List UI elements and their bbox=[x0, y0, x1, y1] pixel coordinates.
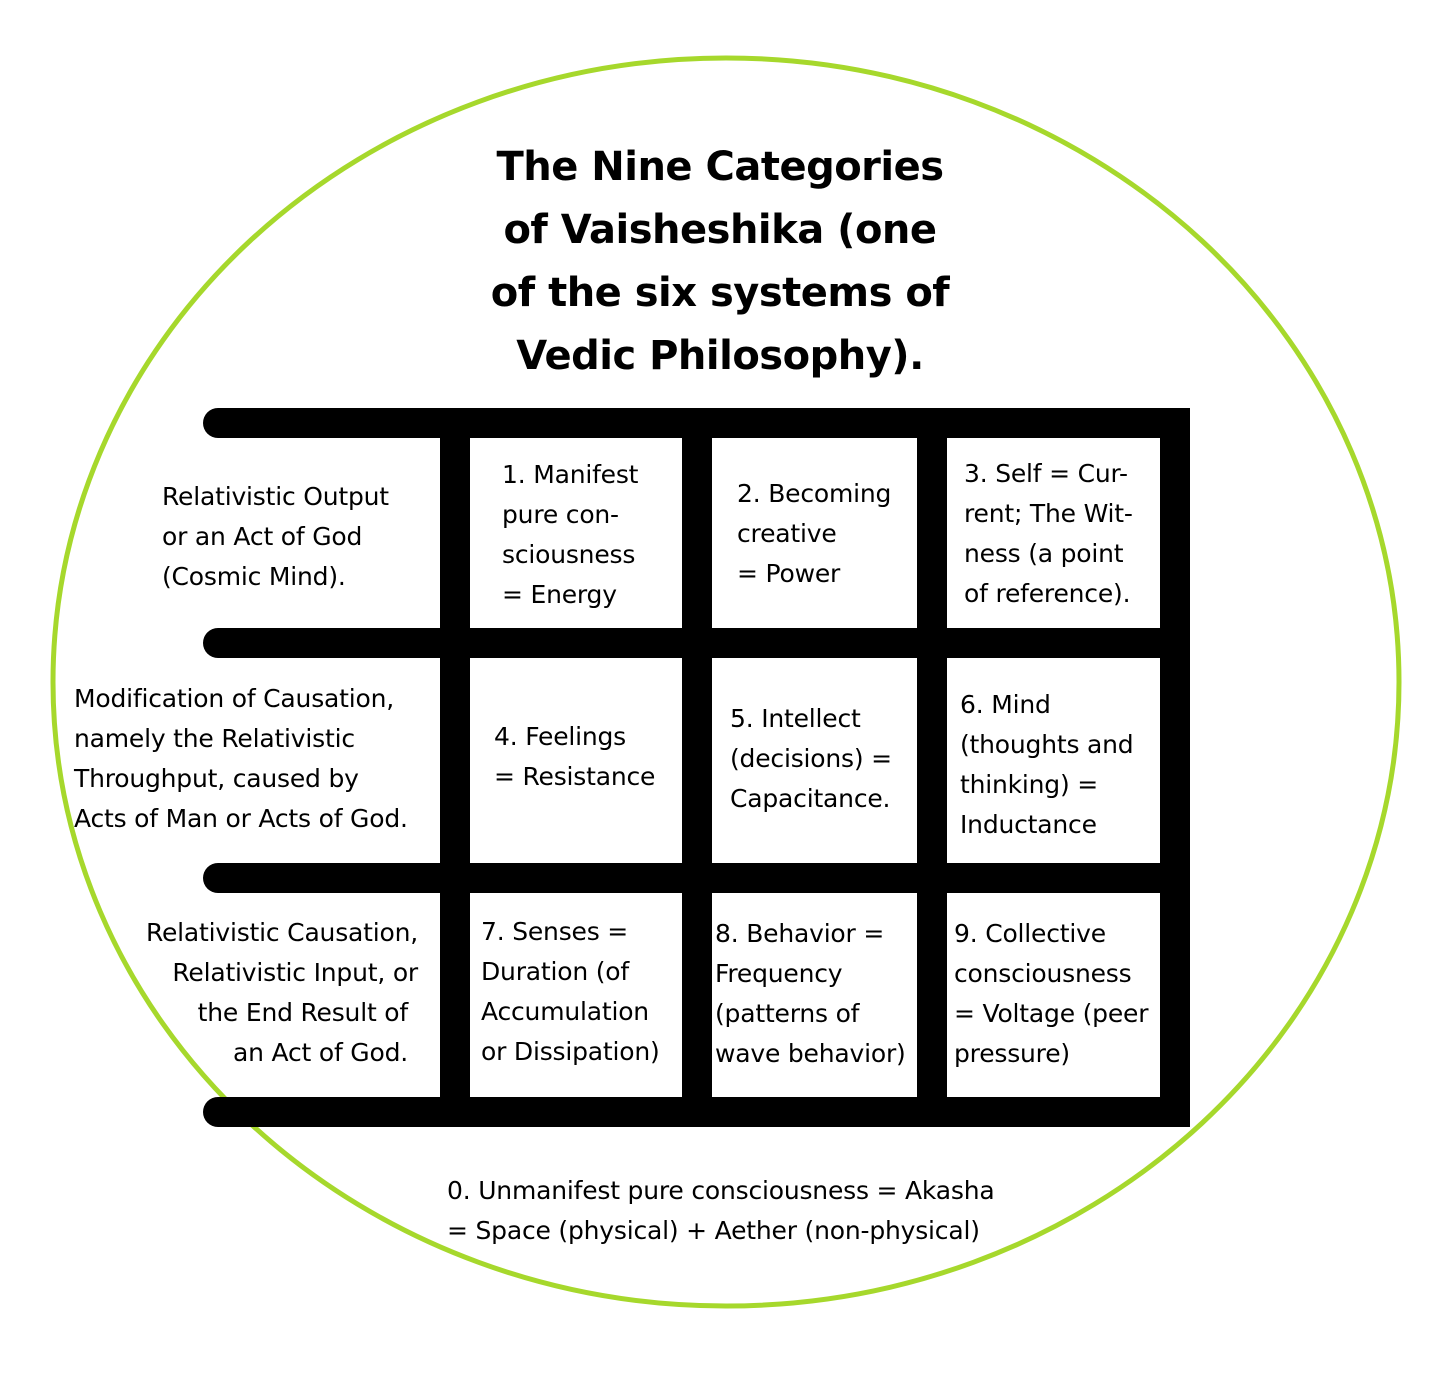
cell-line: consciousness bbox=[954, 959, 1132, 988]
cell-line: = Power bbox=[737, 559, 841, 588]
row-label-line: the End Result of bbox=[197, 998, 409, 1027]
title-line: of Vaisheshika (one bbox=[503, 207, 937, 253]
cell-line: (thoughts and bbox=[960, 730, 1134, 759]
row-label-line: or an Act of God bbox=[162, 522, 363, 551]
cell-8-frequency: 8. Behavior = Frequency (patterns of wav… bbox=[715, 914, 906, 1074]
cell-line: (patterns of bbox=[715, 999, 860, 1028]
grid-col-2 bbox=[682, 408, 712, 1127]
cell-line: = Voltage (peer bbox=[954, 999, 1149, 1028]
enclosing-circle bbox=[50, 55, 1402, 1309]
cell-line: pure con- bbox=[502, 500, 619, 529]
cell-line: Capacitance. bbox=[730, 784, 891, 813]
footer-line: 0. Unmanifest pure consciousness = Akash… bbox=[447, 1176, 995, 1205]
cell-line: = Resistance bbox=[494, 762, 656, 791]
cell-4-resistance: 4. Feelings = Resistance bbox=[494, 717, 655, 797]
cell-line: pressure) bbox=[954, 1039, 1070, 1068]
grid-col-4 bbox=[1160, 408, 1190, 1127]
cell-2-power: 2. Becoming creative = Power bbox=[737, 474, 891, 594]
row-label-line: Relativistic Causation, bbox=[145, 918, 418, 947]
cell-line: of reference). bbox=[964, 579, 1131, 608]
cell-line: 8. Behavior = bbox=[715, 919, 885, 948]
cell-line: 9. Collective bbox=[954, 919, 1106, 948]
footer-akasha: 0. Unmanifest pure consciousness = Akash… bbox=[447, 1171, 995, 1251]
row-label-line: Relativistic Output bbox=[162, 482, 389, 511]
row-label-line: Throughput, caused by bbox=[74, 764, 359, 793]
cell-line: 1. Manifest bbox=[502, 460, 639, 489]
cell-line: wave behavior) bbox=[715, 1039, 906, 1068]
row-label-line: Modification of Causation, bbox=[74, 684, 394, 713]
cell-line: 6. Mind bbox=[960, 690, 1051, 719]
title-line: Vedic Philosophy). bbox=[516, 333, 924, 379]
row-label-line: an Act of God. bbox=[233, 1038, 408, 1067]
grid-col-1 bbox=[440, 408, 470, 1127]
cell-line: (decisions) = bbox=[730, 744, 892, 773]
cell-3-current: 3. Self = Cur- rent; The Wit- ness (a po… bbox=[964, 454, 1133, 614]
cell-line: rent; The Wit- bbox=[964, 499, 1133, 528]
cell-line: or Dissipation) bbox=[481, 1037, 660, 1066]
cell-5-capacitance: 5. Intellect (decisions) = Capacitance. bbox=[730, 699, 892, 819]
cell-7-duration: 7. Senses = Duration (of Accumulation or… bbox=[481, 912, 660, 1072]
cell-line: 2. Becoming bbox=[737, 479, 892, 508]
cell-line: Duration (of bbox=[481, 957, 629, 986]
grid bbox=[203, 408, 1190, 1127]
diagram-title: The Nine Categories of Vaisheshika (one … bbox=[470, 136, 970, 388]
grid-bar-2-cap bbox=[203, 628, 233, 658]
cell-line: 7. Senses = bbox=[481, 917, 629, 946]
cell-line: thinking) = bbox=[960, 770, 1099, 799]
row-label-line: namely the Relativistic bbox=[74, 724, 355, 753]
row-label-input: Relativistic Causation, Relativistic Inp… bbox=[100, 913, 418, 1073]
row-label-output: Relativistic Output or an Act of God (Co… bbox=[162, 477, 389, 597]
cell-line: sciousness bbox=[502, 540, 636, 569]
row-label-line: (Cosmic Mind). bbox=[162, 562, 346, 591]
cell-1-energy: 1. Manifest pure con- sciousness = Energ… bbox=[502, 455, 638, 615]
cell-6-inductance: 6. Mind (thoughts and thinking) = Induct… bbox=[960, 685, 1134, 845]
cell-line: 4. Feelings bbox=[494, 722, 627, 751]
title-line: of the six systems of bbox=[490, 270, 950, 316]
cell-line: 3. Self = Cur- bbox=[964, 459, 1128, 488]
row-label-line: Relativistic Input, or bbox=[172, 958, 418, 987]
grid-bar-top-cap bbox=[203, 408, 233, 438]
footer-line: = Space (physical) + Aether (non-physica… bbox=[447, 1216, 980, 1245]
cell-line: 5. Intellect bbox=[730, 704, 861, 733]
row-label-line: Acts of Man or Acts of God. bbox=[74, 804, 408, 833]
cell-line: = Energy bbox=[502, 580, 617, 609]
cell-line: ness (a point bbox=[964, 539, 1124, 568]
cell-line: creative bbox=[737, 519, 837, 548]
grid-col-3 bbox=[917, 408, 947, 1127]
grid-bar-bottom-cap bbox=[203, 1097, 233, 1127]
cell-line: Accumulation bbox=[481, 997, 649, 1026]
cell-line: Inductance bbox=[960, 810, 1097, 839]
cell-line: Frequency bbox=[715, 959, 843, 988]
row-label-throughput: Modification of Causation, namely the Re… bbox=[74, 679, 408, 839]
grid-bar-3-cap bbox=[203, 863, 233, 893]
title-line: The Nine Categories bbox=[496, 144, 944, 190]
cell-9-voltage: 9. Collective consciousness = Voltage (p… bbox=[954, 914, 1148, 1074]
